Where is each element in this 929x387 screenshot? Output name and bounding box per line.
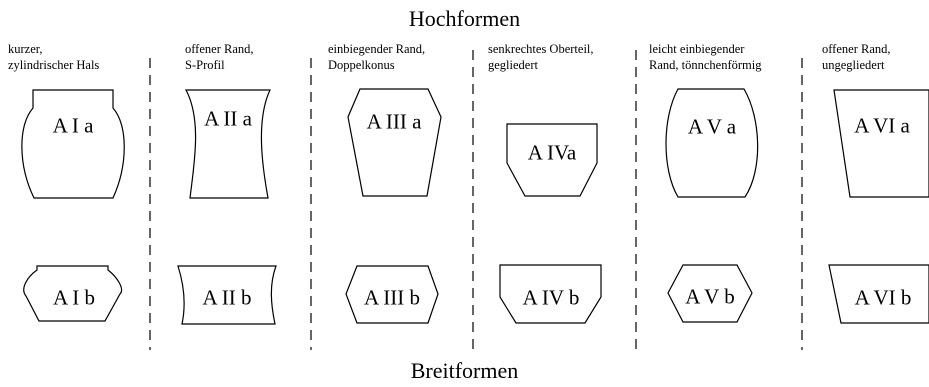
desc-col-4-line-1: senkrechtes Oberteil, [488, 42, 594, 56]
desc-col-2-line-1: offener Rand, [185, 42, 254, 56]
label-a-ii-a: A II a [204, 106, 252, 131]
desc-col-2-line-2: S-Profil [185, 58, 225, 72]
desc-col-3-line-1: einbiegender Rand, [328, 42, 426, 56]
label-a-i-b: A I b [53, 285, 95, 310]
desc-col-5-line-2: Rand, tönnchenförmig [649, 58, 762, 72]
label-a-v-b: A V b [685, 284, 735, 309]
label-a-iii-a: A III a [366, 109, 422, 134]
title-breitformen: Breitformen [410, 358, 519, 383]
desc-col-2: offener Rand, S-Profil [185, 41, 254, 73]
desc-col-5: leicht einbiegender Rand, tönnchenförmig [649, 41, 761, 73]
desc-col-1-line-2: zylindrischer Hals [8, 58, 100, 72]
title-hochformen: Hochformen [408, 6, 521, 31]
vessel-a-i-b [23, 265, 123, 322]
label-a-i-a: A I a [52, 113, 94, 138]
desc-col-1-line-1: kurzer, [8, 42, 43, 56]
vessel-a-v-b [667, 264, 753, 323]
desc-col-1: kurzer, zylindrischer Hals [8, 41, 99, 73]
label-a-v-a: A V a [687, 114, 737, 139]
desc-col-4: senkrechtes Oberteil, gegliedert [488, 41, 594, 73]
desc-col-6-line-1: offener Rand, [822, 42, 891, 56]
label-a-iii-b: A III b [364, 285, 420, 310]
vessel-a-i-a [21, 89, 125, 199]
vessel-a-vi-a [833, 89, 929, 198]
vessel-a-iii-b [345, 265, 439, 324]
label-a-ii-b: A II b [202, 285, 252, 310]
vessel-a-vi-b [828, 264, 929, 324]
vessel-a-iv-b [499, 264, 602, 324]
vessel-a-ii-a [185, 89, 271, 199]
vessel-a-iv-a [506, 123, 598, 197]
desc-col-5-line-1: leicht einbiegender [649, 42, 745, 56]
label-a-iv-b: A IV b [522, 285, 580, 310]
label-a-iv-a: A IVa [527, 140, 577, 165]
vessel-a-iii-a [347, 88, 442, 197]
desc-col-6: offener Rand, ungegliedert [822, 41, 891, 73]
desc-col-3-line-2: Doppelkonus [328, 58, 395, 72]
desc-col-4-line-2: gegliedert [488, 58, 538, 72]
desc-col-6-line-2: ungegliedert [822, 58, 885, 72]
label-a-vi-b: A VI b [854, 285, 912, 310]
label-a-vi-a: A VI a [854, 113, 910, 138]
vessel-a-v-a [665, 88, 759, 198]
vessel-a-ii-b [177, 265, 277, 325]
desc-col-3: einbiegender Rand, Doppelkonus [328, 41, 425, 73]
